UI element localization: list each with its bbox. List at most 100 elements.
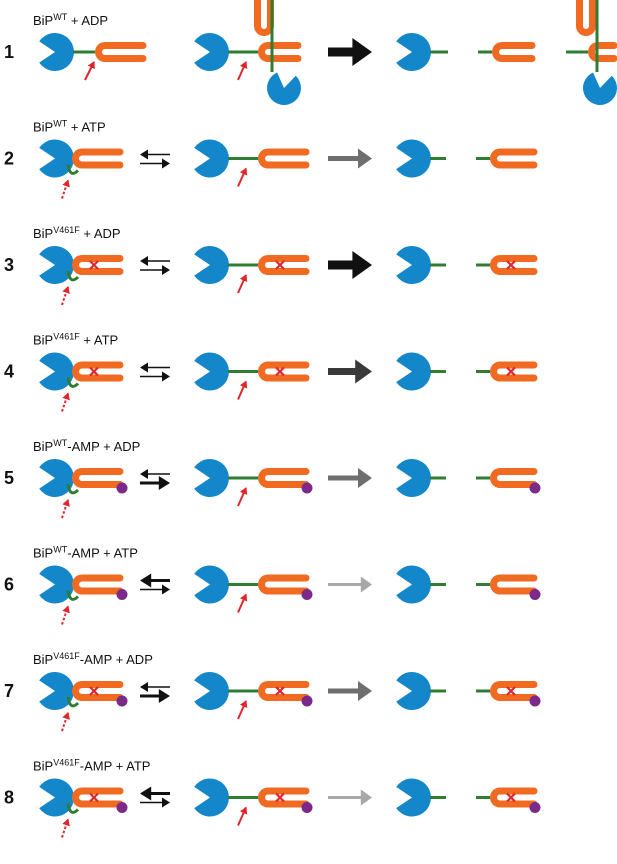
amp-dot: [301, 482, 313, 494]
forward-equilibrium-arrow: [140, 797, 170, 808]
substrate: [258, 468, 310, 488]
amp-dot: [529, 482, 541, 494]
substrate-shape: [258, 468, 310, 488]
bip-protein: [194, 565, 229, 604]
bip-protein: [194, 246, 229, 284]
forward-equilibrium-arrow: [140, 476, 170, 490]
reverse-equilibrium-arrow: [140, 256, 170, 266]
reaction-row: 3 BiPV461F + ADP: [4, 225, 538, 306]
linker-loop: [66, 803, 80, 814]
substrate: [258, 574, 310, 595]
substrate: [95, 42, 147, 63]
substrate: [72, 574, 124, 595]
bip-protein: [194, 459, 229, 497]
bip-shape: [194, 459, 229, 497]
reverse-equilibrium-arrow: [140, 362, 170, 373]
substrate-shape: [490, 148, 538, 169]
mutation-mark: [275, 260, 285, 270]
bip-shape: [396, 565, 431, 604]
reverse-equilibrium-arrow: [140, 786, 170, 801]
row-number: 3: [4, 255, 14, 275]
cleavage-arrow: [84, 61, 95, 81]
substrate: [490, 574, 538, 595]
linker-loop: [66, 377, 80, 388]
row-number: 7: [4, 681, 14, 701]
reverse-equilibrium-arrow: [140, 682, 170, 692]
substrate: [490, 148, 538, 169]
substrate-shape: [258, 42, 302, 63]
substrate-shape: [72, 361, 124, 382]
bip-protein: [194, 32, 229, 71]
mutation-mark: [506, 260, 516, 270]
amp-dot: [116, 802, 128, 813]
bip-protein: [39, 246, 74, 284]
substrate: [72, 255, 124, 275]
bip-protein: [194, 778, 229, 817]
substrate: [72, 681, 124, 701]
bip-protein: [39, 778, 74, 817]
row-number: 6: [4, 575, 14, 595]
bip-shape: [267, 72, 301, 105]
substrate: [254, 0, 274, 36]
forward-equilibrium-arrow: [140, 689, 170, 703]
row-label: BiPV461F-AMP + ADP: [33, 651, 153, 667]
substrate-shape: [72, 574, 124, 595]
mutation-mark: [506, 686, 516, 696]
mutation-mark: [89, 366, 99, 377]
row-label: BiPV461F + ADP: [33, 225, 121, 241]
substrate-shape: [588, 42, 617, 62]
linker-loop: [66, 590, 80, 601]
bip-protein: [39, 33, 74, 71]
cleavage-arrow: [237, 380, 248, 400]
bip-protein: [396, 352, 431, 391]
substrate: [258, 361, 310, 382]
substrate: [72, 468, 124, 488]
cleavage-arrow: [237, 593, 248, 613]
row-label: BiPWT-AMP + ADP: [33, 438, 140, 454]
mutation-mark: [89, 686, 99, 696]
bip-shape: [39, 459, 74, 497]
bip-shape: [194, 565, 229, 604]
amp-dot: [301, 695, 313, 707]
cleavage-arrow: [237, 487, 248, 507]
bip-shape: [396, 352, 431, 391]
amp-dot: [301, 589, 313, 600]
reaction-arrow: [328, 789, 372, 806]
row-label: BiPV461F-AMP + ATP: [33, 758, 150, 774]
substrate-shape: [72, 255, 124, 275]
bip-shape: [39, 778, 74, 817]
bip-shape: [194, 32, 229, 71]
bip-shape: [396, 139, 431, 178]
bip-protein: [39, 565, 74, 604]
forward-equilibrium-arrow: [140, 371, 170, 382]
bip-protein: [396, 32, 431, 71]
mutation-mark: [275, 366, 285, 377]
substrate: [72, 361, 124, 382]
mutation-mark: [506, 366, 516, 377]
row-label: BiPWT + ATP: [33, 119, 106, 135]
bip-protein: [39, 672, 74, 710]
dashed-cleavage-arrow: [61, 286, 70, 306]
cleavage-arrow: [237, 806, 248, 826]
reaction-row: 6 BiPWT-AMP + ATP: [4, 545, 541, 625]
substrate: [258, 681, 310, 701]
substrate: [258, 42, 302, 63]
substrate: [492, 42, 536, 63]
substrate: [490, 681, 538, 701]
bip-shape: [194, 246, 229, 284]
substrate-shape: [72, 148, 124, 169]
reverse-equilibrium-arrow: [140, 469, 170, 479]
linker-loop: [66, 696, 80, 708]
bip-protein: [396, 459, 431, 497]
cleavage-arrow: [237, 61, 248, 81]
bip-protein: [194, 352, 229, 391]
row-label: BiPWT-AMP + ATP: [33, 545, 138, 561]
bip-protein: [39, 459, 74, 497]
substrate-shape: [576, 0, 596, 36]
cleavage-arrow: [237, 167, 248, 187]
bip-shape: [583, 72, 617, 105]
